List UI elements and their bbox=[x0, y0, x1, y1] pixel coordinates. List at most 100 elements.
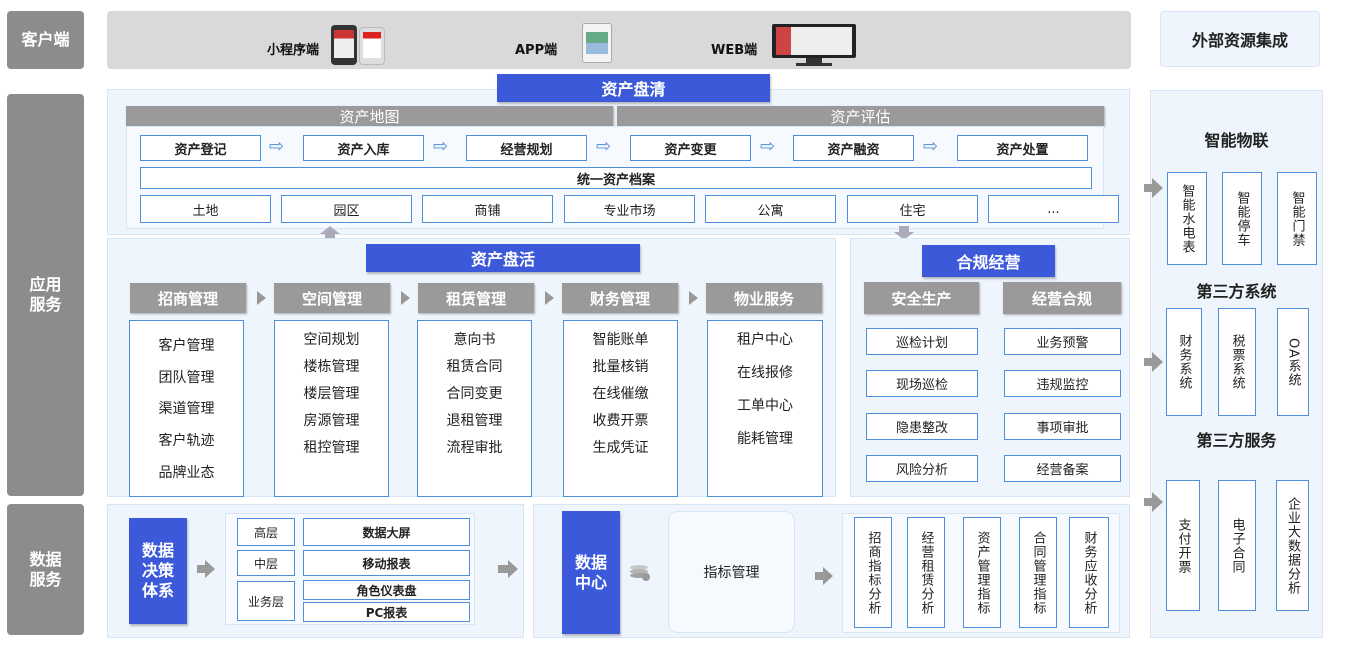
iot-parking: 智能停车 bbox=[1222, 172, 1262, 265]
client-bar: 小程序端 APP端 WEB端 bbox=[107, 11, 1131, 69]
asset-type-market: 专业市场 bbox=[564, 195, 695, 223]
compliance-title: 合规经营 bbox=[922, 245, 1055, 277]
unified-archive: 统一资产档案 bbox=[140, 167, 1092, 189]
col-title-space: 空间管理 bbox=[274, 283, 390, 313]
asset-type-shop: 商铺 bbox=[422, 195, 553, 223]
list-item: 楼栋管理 bbox=[303, 359, 360, 375]
biz-item: 业务预警 bbox=[1004, 328, 1121, 355]
analysis-lease: 经营租赁分析 bbox=[907, 517, 945, 628]
iot-access: 智能门禁 bbox=[1277, 172, 1317, 265]
biz-item: 事项审批 bbox=[1004, 413, 1121, 440]
col-list-finance: 智能账单 批量核销 在线催缴 收费开票 生成凭证 bbox=[563, 320, 678, 497]
asset-type-land: 土地 bbox=[140, 195, 271, 223]
flow-step-change: 资产变更 bbox=[630, 135, 751, 161]
col-title-lease: 租赁管理 bbox=[418, 283, 534, 313]
output-mobile-report: 移动报表 bbox=[303, 550, 470, 576]
arrow-right-icon: ⇨ bbox=[596, 136, 612, 157]
safety-item: 现场巡检 bbox=[866, 370, 978, 397]
chevron-right-icon bbox=[401, 291, 410, 305]
third-service-title: 第三方服务 bbox=[1196, 431, 1277, 450]
sys-finance: 财务系统 bbox=[1166, 308, 1202, 416]
asset-map-bar: 资产地图 bbox=[126, 106, 613, 126]
arrow-right-icon: ⇨ bbox=[760, 136, 776, 157]
flow-step-warehouse: 资产入库 bbox=[303, 135, 424, 161]
list-item: 空间规划 bbox=[303, 332, 360, 348]
compliance-panel bbox=[850, 238, 1130, 497]
list-item: 批量核销 bbox=[592, 359, 649, 375]
list-item: 品牌业态 bbox=[158, 465, 215, 482]
analysis-invest: 招商指标分析 bbox=[854, 517, 892, 628]
output-role-dashboard: 角色仪表盘 bbox=[303, 580, 470, 600]
list-item: 智能账单 bbox=[592, 332, 649, 348]
sys-tax: 税票系统 bbox=[1218, 308, 1256, 416]
phone-icon-2 bbox=[359, 27, 385, 65]
svc-payment: 支付开票 bbox=[1166, 480, 1200, 611]
list-item: 租户中心 bbox=[737, 332, 793, 348]
list-item: 流程审批 bbox=[446, 440, 503, 456]
chevron-right-icon bbox=[257, 291, 266, 305]
list-item: 租赁合同 bbox=[446, 359, 503, 375]
list-item: 工单中心 bbox=[737, 398, 793, 414]
app-service-label: 应用 服务 bbox=[7, 94, 84, 496]
external-resource-title: 外部资源集成 bbox=[1160, 11, 1320, 67]
phone-icon bbox=[331, 25, 357, 65]
metric-management: 指标管理 bbox=[668, 511, 795, 633]
monitor-icon bbox=[772, 24, 856, 66]
asset-type-more: ... bbox=[988, 195, 1119, 223]
list-item: 楼层管理 bbox=[303, 386, 360, 402]
list-item: 渠道管理 bbox=[158, 401, 215, 418]
asset-clear-title: 资产盘清 bbox=[497, 74, 770, 102]
flow-step-register: 资产登记 bbox=[140, 135, 261, 161]
web-label: WEB端 bbox=[711, 43, 758, 58]
flow-step-dispose: 资产处置 bbox=[957, 135, 1088, 161]
safety-item: 巡检计划 bbox=[866, 328, 978, 355]
output-big-screen: 数据大屏 bbox=[303, 518, 470, 546]
data-service-label: 数据 服务 bbox=[7, 504, 84, 635]
analysis-asset: 资产管理指标 bbox=[963, 517, 1001, 628]
arrow-right-icon bbox=[1144, 492, 1163, 512]
svc-bigdata: 企业大数据分析 bbox=[1276, 480, 1309, 611]
list-item: 客户管理 bbox=[158, 337, 215, 354]
col-title-property: 物业服务 bbox=[706, 283, 822, 313]
iot-water-meter: 智能水电表 bbox=[1167, 172, 1207, 265]
down-arrow-icon bbox=[894, 232, 914, 240]
arrow-right-icon: ⇨ bbox=[269, 136, 285, 157]
col-list-invest: 客户管理 团队管理 渠道管理 客户轨迹 品牌业态 bbox=[129, 320, 244, 497]
safety-title: 安全生产 bbox=[864, 282, 979, 314]
arrow-right-icon bbox=[197, 560, 215, 578]
list-item: 在线报修 bbox=[737, 365, 793, 381]
arrow-right-icon bbox=[1144, 178, 1163, 198]
safety-item: 隐患整改 bbox=[866, 413, 978, 440]
list-item: 租控管理 bbox=[303, 440, 360, 456]
level-high: 高层 bbox=[237, 518, 295, 546]
third-system-title: 第三方系统 bbox=[1196, 282, 1277, 301]
list-item: 能耗管理 bbox=[737, 431, 793, 447]
asset-eval-bar: 资产评估 bbox=[617, 106, 1104, 126]
list-item: 生成凭证 bbox=[592, 440, 649, 456]
chevron-right-icon bbox=[545, 291, 554, 305]
asset-type-park: 园区 bbox=[281, 195, 412, 223]
list-item: 房源管理 bbox=[303, 413, 360, 429]
arrow-right-icon bbox=[1144, 352, 1163, 372]
analysis-receivable: 财务应收分析 bbox=[1069, 517, 1109, 628]
col-title-finance: 财务管理 bbox=[562, 283, 678, 313]
database-icon bbox=[630, 565, 652, 581]
data-decision-title: 数据 决策 体系 bbox=[129, 518, 187, 624]
client-label: 客户端 bbox=[7, 11, 84, 69]
data-center-title: 数据 中心 bbox=[562, 511, 620, 634]
level-mid: 中层 bbox=[237, 550, 295, 576]
output-pc-report: PC报表 bbox=[303, 602, 470, 622]
list-item: 意向书 bbox=[453, 332, 496, 348]
list-item: 退租管理 bbox=[446, 413, 503, 429]
asset-type-apartment: 公寓 bbox=[705, 195, 836, 223]
list-item: 客户轨迹 bbox=[158, 433, 215, 450]
list-item: 合同变更 bbox=[446, 386, 503, 402]
app-label: APP端 bbox=[515, 43, 558, 58]
safety-item: 风险分析 bbox=[866, 455, 978, 482]
tablet-icon bbox=[582, 23, 612, 63]
iot-title: 智能物联 bbox=[1204, 131, 1269, 150]
up-arrow-icon bbox=[320, 226, 340, 234]
mini-program-label: 小程序端 bbox=[267, 43, 320, 58]
arrow-right-icon: ⇨ bbox=[433, 136, 449, 157]
svc-e-contract: 电子合同 bbox=[1218, 480, 1256, 611]
